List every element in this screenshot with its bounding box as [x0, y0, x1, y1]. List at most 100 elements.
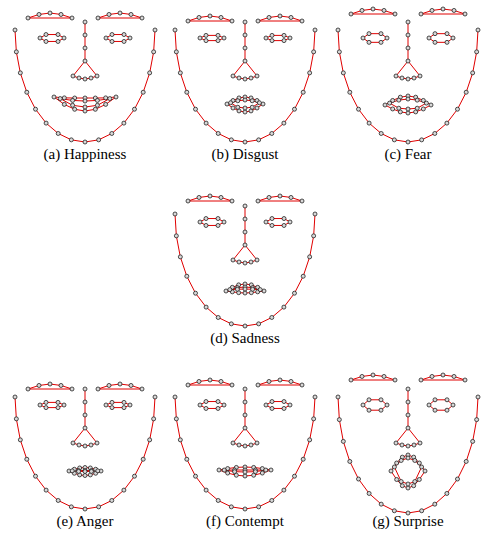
landmark-point — [423, 469, 427, 473]
landmark-point — [235, 287, 239, 291]
landmark-point — [185, 457, 189, 461]
landmark-point — [336, 395, 340, 399]
landmark-point — [367, 408, 371, 412]
landmark-point — [107, 383, 111, 387]
landmark-contour — [85, 22, 86, 61]
landmark-point — [118, 11, 122, 15]
landmark-point — [104, 102, 108, 106]
landmark-point — [122, 39, 126, 43]
landmark-point — [249, 443, 253, 447]
landmark-point — [62, 96, 66, 100]
landmark-point — [132, 474, 136, 478]
landmark-contour — [175, 30, 315, 142]
landmark-point — [445, 121, 449, 125]
landmark-point — [391, 107, 395, 111]
landmark-point — [89, 469, 93, 473]
landmark-point — [301, 90, 305, 94]
landmark-point — [18, 438, 22, 442]
landmark-point — [433, 502, 437, 506]
landmark-point — [122, 33, 126, 37]
landmark-point — [379, 502, 383, 506]
landmark-point — [270, 315, 274, 319]
landmark-point — [382, 8, 386, 12]
landmark-point — [406, 400, 410, 404]
landmark-point — [56, 131, 60, 135]
landmark-point — [243, 140, 247, 144]
landmark-point — [204, 121, 208, 125]
face-landmarks — [13, 382, 157, 511]
landmark-point — [392, 465, 396, 469]
landmark-point — [288, 220, 292, 224]
landmark-point — [104, 403, 108, 407]
landmark-point — [341, 71, 345, 75]
landmark-point — [264, 468, 268, 472]
landmark-point — [229, 505, 233, 509]
landmark-point — [433, 408, 437, 412]
landmark-point — [83, 33, 87, 37]
landmark-contour — [394, 458, 421, 484]
landmark-point — [71, 441, 75, 445]
landmark-point — [258, 288, 262, 292]
landmark-point — [308, 71, 312, 75]
landmark-point — [253, 470, 257, 474]
landmark-point — [427, 36, 431, 40]
landmark-point — [400, 484, 404, 488]
landmark-point — [392, 138, 396, 142]
landmark-point — [441, 373, 445, 377]
landmark-point — [174, 234, 178, 238]
landmark-point — [257, 101, 261, 105]
landmark-point — [118, 382, 122, 386]
landmark-point — [243, 400, 247, 404]
landmark-point — [110, 400, 114, 404]
landmark-point — [379, 398, 383, 402]
landmark-point — [216, 315, 220, 319]
landmark-point — [256, 199, 260, 203]
landmark-point — [289, 195, 293, 199]
landmark-point — [282, 488, 286, 492]
landmark-point — [114, 95, 118, 99]
landmark-point — [229, 322, 233, 326]
landmark-point — [69, 138, 73, 142]
landmark-point — [243, 507, 247, 511]
landmark-point — [413, 480, 417, 484]
landmark-point — [451, 403, 455, 407]
landmark-point — [83, 469, 87, 473]
landmark-point — [59, 383, 63, 387]
landmark-point — [278, 378, 282, 382]
face-landmarks — [173, 194, 317, 328]
landmark-point — [348, 459, 352, 463]
landmark-contour — [40, 35, 64, 42]
landmark-point — [419, 12, 423, 16]
landmark-contour — [363, 400, 387, 410]
landmark-point — [219, 15, 223, 19]
landmark-point — [256, 19, 260, 23]
landmark-point — [445, 40, 449, 44]
landmark-point — [243, 291, 247, 295]
landmark-point — [222, 36, 226, 40]
landmark-point — [412, 76, 416, 80]
face-landmarks — [336, 373, 480, 515]
landmark-point — [379, 32, 383, 36]
landmark-point — [71, 103, 75, 107]
landmark-point — [475, 418, 479, 422]
landmark-point — [394, 441, 398, 445]
landmark-point — [243, 33, 247, 37]
landmark-point — [216, 33, 220, 37]
landmark-point — [96, 16, 100, 20]
landmark-point — [83, 20, 87, 24]
landmark-point — [255, 258, 259, 262]
landmark-point — [441, 7, 445, 11]
landmark-point — [208, 14, 212, 18]
landmark-point — [108, 97, 112, 101]
landmark-point — [270, 223, 274, 227]
landmark-point — [14, 417, 18, 421]
landmark-point — [255, 106, 259, 110]
landmark-point — [264, 403, 268, 407]
landmark-point — [34, 474, 38, 478]
landmark-point — [178, 71, 182, 75]
landmark-point — [406, 444, 410, 448]
landmark-point — [452, 8, 456, 12]
landmark-contour — [391, 455, 425, 488]
landmark-point — [186, 383, 190, 387]
landmark-point — [77, 469, 81, 473]
